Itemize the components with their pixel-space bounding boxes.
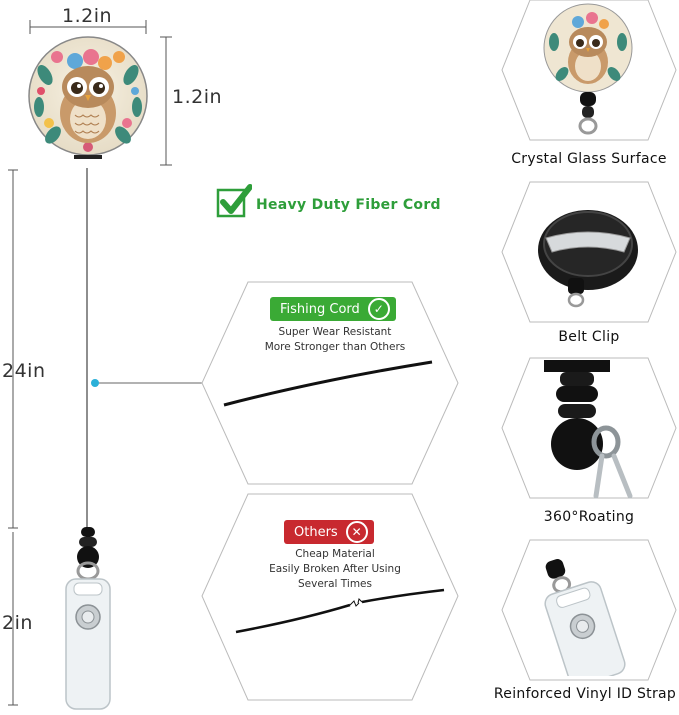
owl-badge-icon (543, 3, 633, 135)
others-notes: Cheap Material Easily Broken After Using… (246, 547, 424, 592)
clip-length-label: 2in (2, 612, 33, 634)
feature-caption-belt-clip: Belt Clip (558, 329, 620, 345)
fishing-cord-note-1: Super Wear Resistant (278, 326, 392, 338)
feature-caption-vinyl-strap: Reinforced Vinyl ID Strap (493, 686, 677, 702)
swivel-icon (544, 360, 633, 499)
fishing-cord-label: Fishing Cord (280, 301, 360, 317)
check-icon (216, 184, 252, 218)
fishing-cord-badge: Fishing Cord ✓ (270, 297, 396, 321)
x-circle-icon: ✕ (345, 521, 368, 543)
others-note-2: Easily Broken After Using (269, 563, 401, 575)
check-circle-icon: ✓ (367, 298, 390, 320)
fishing-cord-note-2: More Stronger than Others (264, 341, 406, 353)
comparison-hexagons (201, 281, 459, 701)
vinyl-strap-icon (544, 559, 626, 676)
cord-length-label: 24in (2, 360, 46, 382)
others-note-3: Several Times (298, 578, 372, 590)
vinyl-strap-image (65, 527, 111, 710)
owl-badge-image (28, 36, 148, 159)
main-feature-title: Heavy Duty Fiber Cord (256, 197, 441, 213)
feature-caption-rotating: 360°Roating (543, 509, 635, 525)
belt-clip-icon (538, 210, 638, 308)
fishing-cord-notes: Super Wear Resistant More Stronger than … (252, 325, 418, 355)
feature-caption-crystal-glass: Crystal Glass Surface (511, 151, 667, 167)
pointer-dot (91, 379, 99, 387)
badge-height-label: 1.2in (172, 86, 223, 108)
others-badge: Others ✕ (284, 520, 374, 544)
badge-width-label: 1.2in (62, 5, 113, 27)
others-label: Others (294, 524, 338, 540)
others-note-1: Cheap Material (295, 548, 375, 560)
